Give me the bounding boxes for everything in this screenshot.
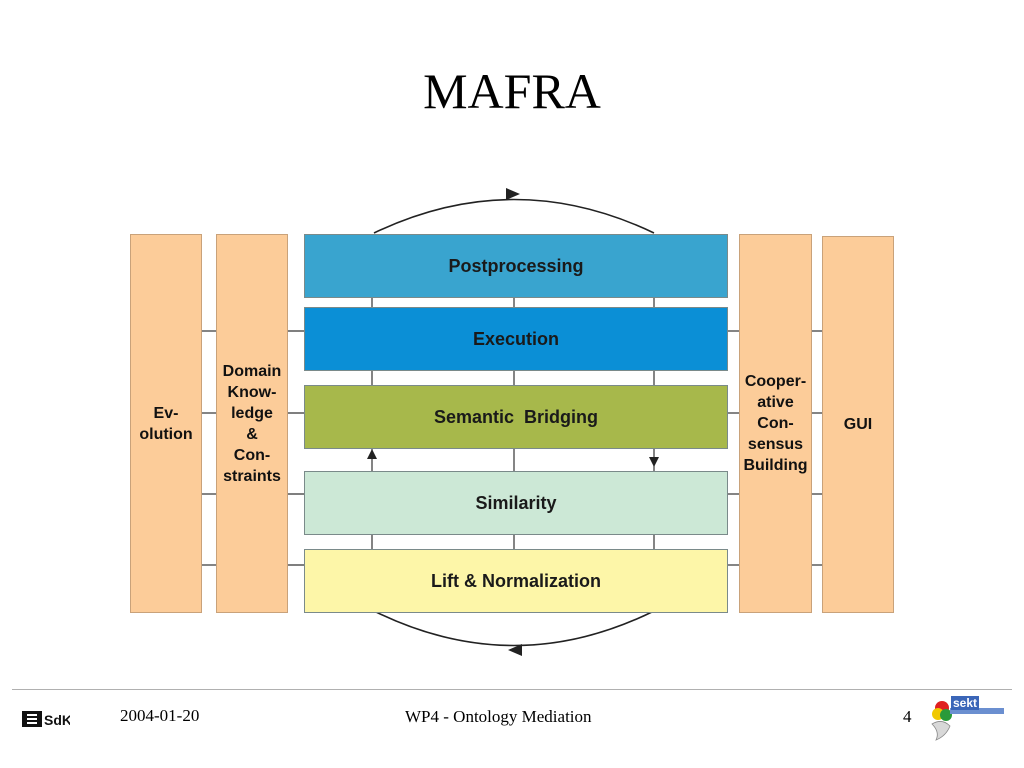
sekt-logo-text: sekt (951, 696, 980, 710)
column-cooperative-consensus: Cooper- ative Con- sensus Building (739, 234, 812, 613)
layer-semantic-bridging-label: Semantic Bridging (433, 406, 599, 427)
bottom-loop-arrow (373, 610, 655, 647)
column-evolution-label: Ev- olution (139, 404, 193, 443)
layer-similarity: Similarity (304, 471, 728, 535)
column-gui-label: GUI (843, 416, 873, 433)
layer-lift-normalization: Lift & Normalization (304, 549, 728, 613)
layer-semantic-bridging: Semantic Bridging (304, 385, 728, 449)
layer-similarity-label: Similarity (475, 492, 557, 513)
sekt-logo-icon (931, 701, 1004, 741)
layer-lift-normalization-label: Lift & Normalization (431, 570, 601, 591)
down-arrow (649, 457, 659, 467)
column-domain-knowledge-label: Domain Know- ledge & Con- straints (222, 362, 282, 485)
top-loop-arrow (373, 198, 655, 234)
layer-execution: Execution (304, 307, 728, 371)
sdk-logo: SdK (22, 711, 70, 728)
layer-execution-label: Execution (472, 328, 560, 349)
column-cooperative-consensus-label: Cooper- ative Con- sensus Building (743, 373, 808, 474)
bottom-loop-arrowhead (508, 644, 522, 656)
footer-title: WP4 - Ontology Mediation (405, 707, 592, 726)
footer-page-number: 4 (903, 707, 912, 726)
slide-title: MAFRA (423, 63, 601, 119)
column-evolution: Ev- olution (130, 234, 202, 613)
layer-postprocessing: Postprocessing (304, 234, 728, 298)
column-domain-knowledge: Domain Know- ledge & Con- straints (216, 234, 288, 613)
layer-postprocessing-label: Postprocessing (448, 255, 584, 276)
column-gui: GUI (822, 236, 894, 613)
footer-divider (12, 689, 1012, 690)
up-arrow (367, 449, 377, 459)
top-loop-arrowhead (506, 188, 520, 200)
footer-date: 2004-01-20 (120, 706, 200, 725)
sdk-logo-text: SdK (44, 712, 70, 728)
